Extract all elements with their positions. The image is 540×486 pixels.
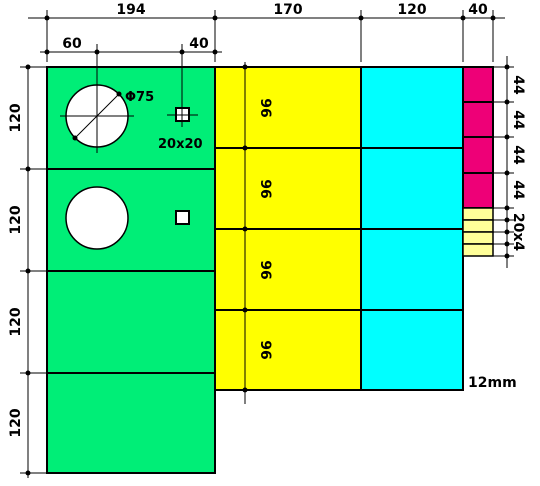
- pale-strip-1: [462, 207, 494, 221]
- cyan-panel-1: [360, 66, 464, 149]
- pale-strip-4: [462, 243, 494, 257]
- dim-magenta-3: 44: [510, 145, 526, 165]
- dim-yellow-2: 96: [257, 179, 273, 198]
- dim-magenta-2: 44: [510, 110, 526, 130]
- dim-yellow-4: 96: [257, 340, 273, 359]
- circle-hole-icon: [65, 186, 129, 250]
- dim-magenta-1: 44: [510, 75, 526, 95]
- dim-pale-strips: 20x4: [510, 213, 526, 252]
- magenta-strip-1: [462, 66, 494, 103]
- square-hole-label: 20x20: [158, 137, 203, 152]
- dim-left-3: 120: [8, 307, 24, 336]
- cyan-panel-3: [360, 228, 464, 311]
- dim-top-170: 170: [273, 2, 302, 18]
- dim-top-194: 194: [116, 2, 145, 18]
- dim-left-2: 120: [8, 205, 24, 234]
- thickness-label: 12mm: [468, 375, 517, 391]
- dim-yellow-1: 96: [257, 98, 273, 117]
- dim-top-120: 120: [397, 2, 426, 18]
- dim-left-1: 120: [8, 103, 24, 132]
- pale-strip-3: [462, 231, 494, 245]
- dim-detail-40: 40: [189, 36, 209, 52]
- cyan-panel-4: [360, 309, 464, 391]
- pale-strip-2: [462, 219, 494, 233]
- dim-yellow-3: 96: [257, 260, 273, 279]
- cyan-panel-2: [360, 147, 464, 230]
- square-hole-icon: [175, 210, 190, 225]
- dim-magenta-4: 44: [510, 180, 526, 200]
- green-panel-3: [46, 270, 216, 374]
- yellow-panel-2: [214, 147, 362, 230]
- hole-diameter-label: Φ75: [125, 90, 154, 105]
- dim-top-40: 40: [468, 2, 488, 18]
- yellow-panel-1: [214, 66, 362, 149]
- magenta-strip-4: [462, 172, 494, 209]
- green-panel-4: [46, 372, 216, 474]
- yellow-panel-3: [214, 228, 362, 311]
- magenta-strip-3: [462, 136, 494, 174]
- dim-left-4: 120: [8, 408, 24, 437]
- magenta-strip-2: [462, 101, 494, 138]
- dim-detail-60: 60: [62, 36, 82, 52]
- yellow-panel-4: [214, 309, 362, 391]
